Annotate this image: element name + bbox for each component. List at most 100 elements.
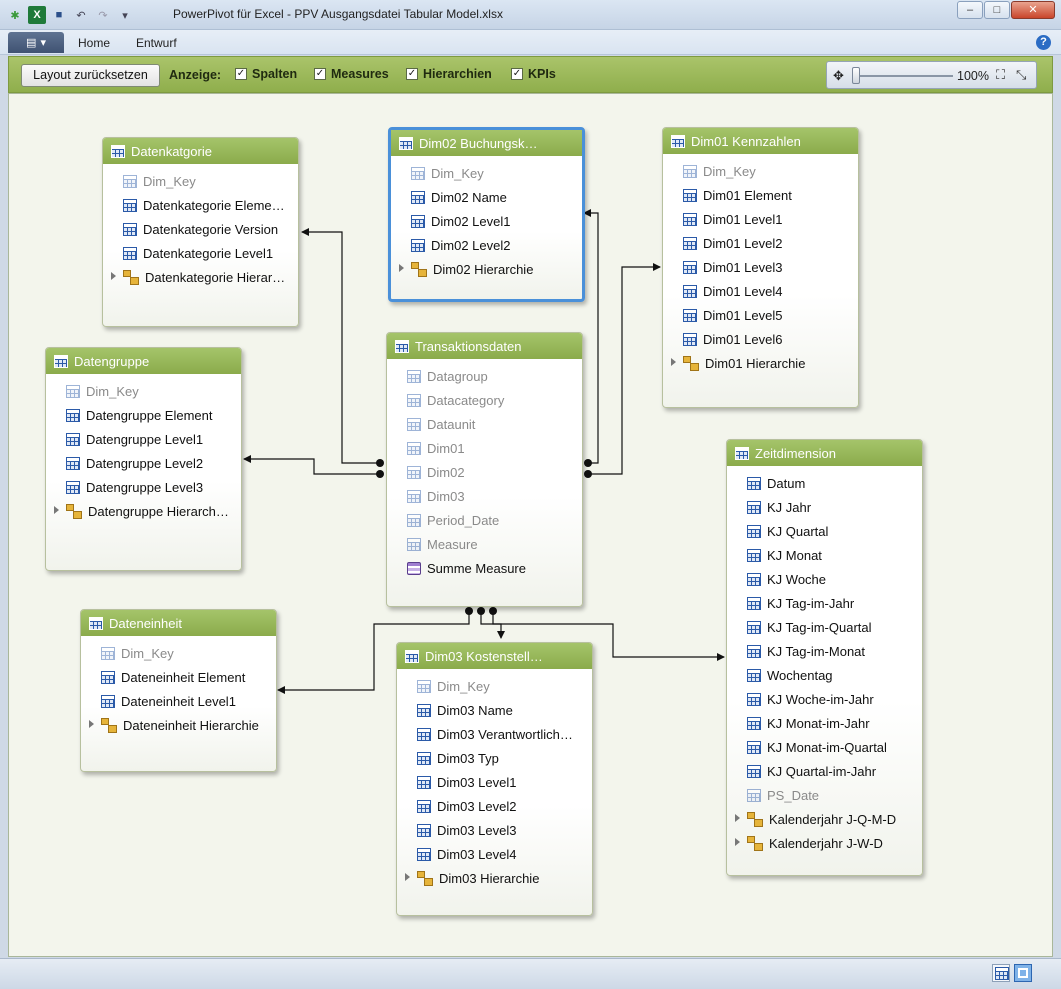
column-item[interactable]: KJ Monat-im-Quartal [727, 735, 922, 759]
column-item[interactable]: Dim02 [387, 460, 582, 484]
table-header[interactable]: Transaktionsdaten [387, 333, 582, 359]
table-card-dim01-kennzahlen[interactable]: Dim01 KennzahlenDim_KeyDim01 ElementDim0… [662, 127, 859, 408]
column-item[interactable]: Dim03 [387, 484, 582, 508]
column-item[interactable]: Measure [387, 532, 582, 556]
hierarchy-item[interactable]: Dateneinheit Hierarchie [81, 713, 276, 737]
column-item[interactable]: Dim_Key [397, 674, 592, 698]
expand-triangle-icon[interactable] [671, 358, 676, 366]
maximize-button[interactable]: □ [984, 1, 1010, 19]
column-item[interactable]: Dim01 Level1 [663, 207, 858, 231]
column-item[interactable]: Datenkategorie Level1 [103, 241, 298, 265]
save-icon[interactable]: ■ [50, 6, 68, 24]
column-item[interactable]: Dim_Key [663, 159, 858, 183]
table-header[interactable]: Zeitdimension [727, 440, 922, 466]
column-item[interactable]: Datagroup [387, 364, 582, 388]
hierarchy-item[interactable]: Dim01 Hierarchie [663, 351, 858, 375]
column-item[interactable]: Datenkategorie Version [103, 217, 298, 241]
column-item[interactable]: Dim02 Level1 [391, 209, 582, 233]
column-item[interactable]: Dim03 Level4 [397, 842, 592, 866]
column-item[interactable]: KJ Monat-im-Jahr [727, 711, 922, 735]
column-item[interactable]: Wochentag [727, 663, 922, 687]
column-item[interactable]: Dim03 Level2 [397, 794, 592, 818]
column-item[interactable]: Period_Date [387, 508, 582, 532]
table-header[interactable]: Datengruppe [46, 348, 241, 374]
column-item[interactable]: Dim03 Verantwortlich… [397, 722, 592, 746]
table-header[interactable]: Datenkatgorie [103, 138, 298, 164]
reset-layout-button[interactable]: Layout zurücksetzen [21, 64, 160, 87]
table-header[interactable]: Dim02 Buchungsk… [391, 130, 582, 156]
column-item[interactable]: PS_Date [727, 783, 922, 807]
table-card-datenkatgorie[interactable]: DatenkatgorieDim_KeyDatenkategorie Eleme… [102, 137, 299, 327]
column-item[interactable]: Dim03 Level3 [397, 818, 592, 842]
powerpivot-icon[interactable]: ✱ [6, 6, 24, 24]
hierarchy-item[interactable]: Dim02 Hierarchie [391, 257, 582, 281]
column-item[interactable]: Dim_Key [391, 161, 582, 185]
column-item[interactable]: Dim02 Name [391, 185, 582, 209]
help-icon[interactable]: ? [1036, 35, 1051, 50]
column-item[interactable]: KJ Tag-im-Jahr [727, 591, 922, 615]
tab-home[interactable]: Home [78, 36, 110, 50]
hierarchy-item[interactable]: Datengruppe Hierarch… [46, 499, 241, 523]
column-item[interactable]: KJ Woche-im-Jahr [727, 687, 922, 711]
table-header[interactable]: Dateneinheit [81, 610, 276, 636]
column-item[interactable]: KJ Tag-im-Monat [727, 639, 922, 663]
show-kpis-checkbox[interactable]: ✓ KPIs [511, 67, 556, 81]
table-card-dim02-buchungskreis[interactable]: Dim02 Buchungsk…Dim_KeyDim02 NameDim02 L… [388, 127, 585, 302]
column-item[interactable]: Dim02 Level2 [391, 233, 582, 257]
pan-icon[interactable]: ✥ [833, 68, 844, 84]
hierarchy-item[interactable]: Datenkategorie Hierar… [103, 265, 298, 289]
column-item[interactable]: Datacategory [387, 388, 582, 412]
column-item[interactable]: Dim_Key [81, 641, 276, 665]
zoom-slider-track[interactable] [855, 75, 953, 77]
column-item[interactable]: Datengruppe Level3 [46, 475, 241, 499]
column-item[interactable]: KJ Jahr [727, 495, 922, 519]
measure-item[interactable]: Summe Measure [387, 556, 582, 580]
column-item[interactable]: Dim03 Name [397, 698, 592, 722]
expand-triangle-icon[interactable] [735, 814, 740, 822]
column-item[interactable]: Datengruppe Element [46, 403, 241, 427]
column-item[interactable]: Dim01 Level4 [663, 279, 858, 303]
column-item[interactable]: Dim_Key [46, 379, 241, 403]
column-item[interactable]: Dim01 Level6 [663, 327, 858, 351]
close-button[interactable]: ✕ [1011, 1, 1055, 19]
table-header[interactable]: Dim03 Kostenstell… [397, 643, 592, 669]
expand-triangle-icon[interactable] [399, 264, 404, 272]
redo-icon[interactable]: ↷ [94, 6, 112, 24]
column-item[interactable]: Dim03 Level1 [397, 770, 592, 794]
column-item[interactable]: Dim01 Level2 [663, 231, 858, 255]
tab-entwurf[interactable]: Entwurf [136, 36, 177, 50]
hierarchy-item[interactable]: Dim03 Hierarchie [397, 866, 592, 890]
zoom-slider-thumb[interactable] [852, 67, 860, 84]
column-item[interactable]: KJ Tag-im-Quartal [727, 615, 922, 639]
original-size-icon[interactable]: ⤡ [1016, 67, 1026, 83]
column-item[interactable]: Datenkategorie Eleme… [103, 193, 298, 217]
expand-triangle-icon[interactable] [405, 873, 410, 881]
column-item[interactable]: Datengruppe Level1 [46, 427, 241, 451]
column-item[interactable]: Datum [727, 471, 922, 495]
minimize-button[interactable]: – [957, 1, 983, 19]
file-menu-button[interactable]: ▤ ▾ [8, 32, 64, 53]
column-item[interactable]: Dim01 Element [663, 183, 858, 207]
expand-triangle-icon[interactable] [111, 272, 116, 280]
grid-view-button[interactable] [992, 964, 1010, 982]
column-item[interactable]: Dateneinheit Level1 [81, 689, 276, 713]
column-item[interactable]: Datengruppe Level2 [46, 451, 241, 475]
column-item[interactable]: Dim03 Typ [397, 746, 592, 770]
customize-dropdown-icon[interactable]: ▾ [116, 6, 134, 24]
column-item[interactable]: KJ Woche [727, 567, 922, 591]
expand-triangle-icon[interactable] [54, 506, 59, 514]
table-card-datengruppe[interactable]: DatengruppeDim_KeyDatengruppe ElementDat… [45, 347, 242, 571]
undo-icon[interactable]: ↶ [72, 6, 90, 24]
diagram-view-button[interactable] [1014, 964, 1032, 982]
fit-to-screen-icon[interactable]: ⛶ [996, 67, 1005, 83]
excel-icon[interactable]: X [28, 6, 46, 24]
column-item[interactable]: Dataunit [387, 412, 582, 436]
column-item[interactable]: Dim_Key [103, 169, 298, 193]
table-card-dim03-kostenstelle[interactable]: Dim03 Kostenstell…Dim_KeyDim03 NameDim03… [396, 642, 593, 916]
show-measures-checkbox[interactable]: ✓ Measures [314, 67, 389, 81]
column-item[interactable]: Dim01 Level5 [663, 303, 858, 327]
show-hierarchies-checkbox[interactable]: ✓ Hierarchien [406, 67, 492, 81]
show-columns-checkbox[interactable]: ✓ Spalten [235, 67, 297, 81]
hierarchy-item[interactable]: Kalenderjahr J-W-D [727, 831, 922, 855]
table-card-transaktionsdaten[interactable]: TransaktionsdatenDatagroupDatacategoryDa… [386, 332, 583, 607]
